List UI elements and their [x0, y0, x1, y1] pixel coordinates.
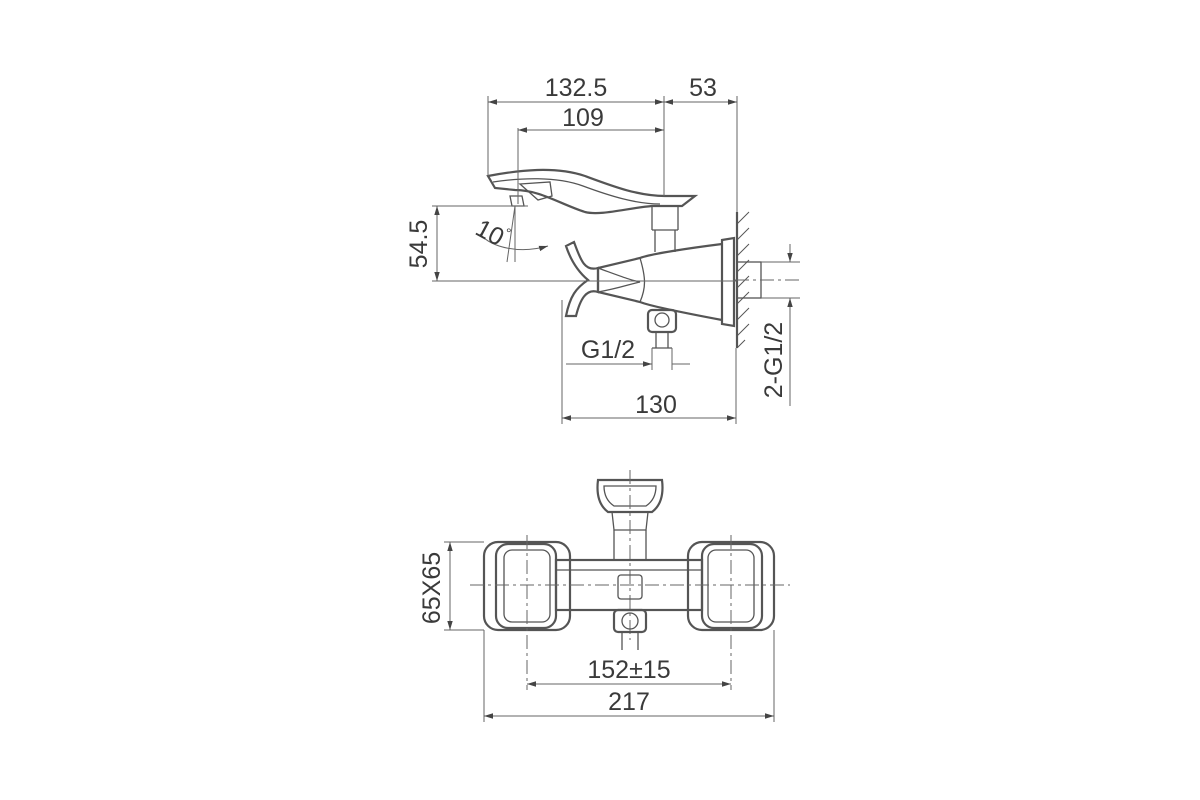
inlet-pipe	[735, 261, 800, 299]
dim-217: 217	[483, 630, 775, 722]
spout-top	[596, 470, 664, 640]
lever-handle-side	[564, 240, 600, 318]
mixer-body-side	[596, 236, 736, 328]
dim-label-10: 10	[471, 214, 509, 252]
dim-label-65x65: 65X65	[418, 552, 446, 624]
side-view: 132.5 53 109 54.5 10 °	[405, 74, 800, 424]
dim-130: 130	[561, 300, 737, 424]
dim-angle-10: 10 °	[471, 205, 549, 263]
diverter-outlet-top	[612, 608, 648, 650]
dim-65x65: 65X65	[418, 541, 484, 631]
diverter-outlet-side	[646, 308, 678, 349]
dim-label-217: 217	[608, 688, 650, 716]
degree-symbol: °	[506, 225, 512, 241]
dim-152: 152±15	[527, 656, 731, 687]
dim-132-5: 132.5	[487, 74, 738, 212]
dim-label-g1-2: G1/2	[581, 336, 635, 364]
dim-109: 109	[517, 104, 664, 204]
dim-54-5: 54.5	[405, 205, 736, 282]
bottom-view: 65X65 152±15 217	[418, 470, 790, 722]
dim-label-130: 130	[635, 391, 677, 419]
dim-label-53: 53	[689, 74, 717, 102]
dim-label-132-5: 132.5	[545, 74, 608, 102]
dim-g1-2: G1/2	[566, 336, 690, 370]
dim-label-2-g1-2: 2-G1/2	[760, 322, 788, 398]
dim-label-109: 109	[562, 104, 604, 132]
dim-label-152: 152±15	[587, 656, 670, 684]
dim-2-g1-2: 2-G1/2	[760, 244, 793, 406]
dim-53: 53	[664, 74, 737, 105]
dim-label-54-5: 54.5	[405, 220, 433, 269]
